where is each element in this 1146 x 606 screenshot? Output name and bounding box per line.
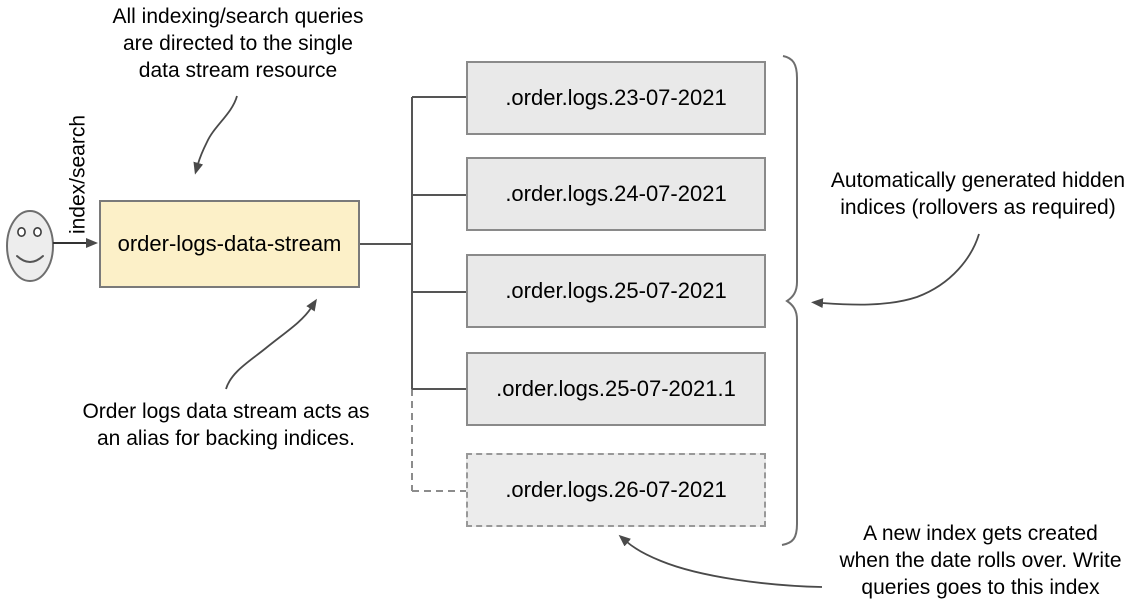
index-box-1: .order.logs.23-07-2021	[466, 61, 766, 135]
index-box-3: .order.logs.25-07-2021	[466, 254, 766, 328]
index-label: .order.logs.26-07-2021	[505, 477, 727, 502]
annotation-arrow-hidden-indices	[811, 233, 980, 309]
index-label: .order.logs.25-07-2021	[505, 278, 727, 303]
annotation-arrow-top	[193, 95, 238, 175]
index-label: .order.logs.24-07-2021	[505, 181, 727, 206]
annotation-arrow-new-index	[618, 534, 823, 588]
annotation-right: Automatically generated hidden indices (…	[830, 169, 1126, 219]
index-label: .order.logs.23-07-2021	[505, 85, 727, 110]
index-box-4: .order.logs.25-07-2021.1	[466, 352, 766, 426]
annotation-bottom-left: Order logs data stream acts as an alias …	[82, 400, 370, 450]
index-box-5-write-index: .order.logs.26-07-2021	[466, 453, 766, 527]
annotation-bottom-right: A new index gets created when the date r…	[839, 522, 1122, 599]
indices-bracket	[781, 55, 798, 546]
smiley-face-icon	[6, 210, 54, 282]
index-label: .order.logs.25-07-2021.1	[496, 376, 736, 401]
data-stream-label: order-logs-data-stream	[117, 231, 342, 256]
index-box-2: .order.logs.24-07-2021	[466, 157, 766, 231]
data-stream-box: order-logs-data-stream	[99, 200, 360, 288]
annotation-arrow-alias	[225, 298, 317, 390]
annotation-top: All indexing/search queries are directed…	[112, 5, 364, 82]
index-search-label: index/search	[66, 114, 90, 235]
